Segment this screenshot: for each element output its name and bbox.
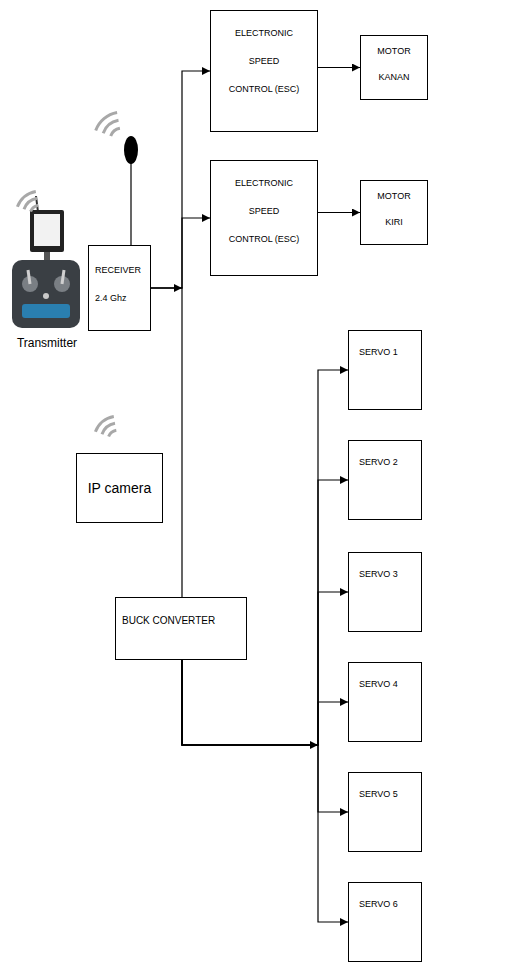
- wave-arc: [31, 205, 39, 211]
- node-label: MOTOR KIRI: [372, 183, 416, 235]
- servo-box: SERVO 2: [348, 440, 422, 520]
- signal-waves: [95, 416, 116, 436]
- device-label: Transmitter: [4, 336, 90, 350]
- connector: [182, 660, 348, 745]
- monitor-frame: [30, 210, 64, 252]
- wave-arc: [111, 128, 120, 136]
- connector: [151, 288, 182, 597]
- node-label: RECEIVER 2.4 Ghz: [95, 256, 144, 312]
- monitor-screen: [34, 214, 60, 246]
- signal-waves: [17, 191, 38, 211]
- transmitter-panel: [22, 304, 70, 318]
- receiver-antenna: [124, 136, 138, 245]
- node-label: SERVO 2: [359, 455, 398, 469]
- node-label: SERVO 4: [359, 677, 398, 691]
- converter-box: BUCK CONVERTER: [115, 597, 247, 660]
- motor-box: MOTOR KANAN: [360, 35, 428, 100]
- node-label: ELECTRONIC SPEED CONTROL (ESC): [227, 19, 301, 103]
- control-stick: [28, 270, 30, 284]
- wave-arc: [102, 423, 115, 434]
- esc-box: ELECTRONIC SPEED CONTROL (ESC): [210, 160, 318, 276]
- connector: [182, 370, 348, 745]
- servo-box: SERVO 6: [348, 882, 422, 962]
- transmitter-illustration: [12, 196, 80, 328]
- antenna-rod: [130, 160, 131, 245]
- connector: [182, 660, 348, 922]
- wave-arc: [109, 430, 117, 436]
- wave-arc: [17, 191, 35, 206]
- motor-box: MOTOR KIRI: [360, 180, 428, 245]
- control-stick: [62, 270, 64, 284]
- servo-box: SERVO 5: [348, 772, 422, 852]
- servo-box: SERVO 4: [348, 662, 422, 742]
- connector: [318, 67, 360, 68]
- node-label: SERVO 5: [359, 787, 398, 801]
- wave-arc: [96, 112, 117, 130]
- esc-box: ELECTRONIC SPEED CONTROL (ESC): [210, 10, 318, 132]
- camera-box: IP camera: [76, 453, 163, 523]
- transmitter-body: [12, 260, 80, 328]
- node-label: SERVO 6: [359, 897, 398, 911]
- signal-waves: [96, 112, 120, 135]
- connector: [151, 71, 210, 288]
- wave-arc: [95, 416, 113, 431]
- node-label: SERVO 1: [359, 345, 398, 359]
- node-label: MOTOR KANAN: [372, 38, 416, 90]
- receiver-box: RECEIVER 2.4 Ghz: [88, 245, 151, 331]
- node-label: SERVO 3: [359, 567, 398, 581]
- wave-arc: [24, 198, 37, 209]
- antenna-head: [124, 136, 138, 164]
- connector: [151, 218, 210, 288]
- node-label: IP camera: [88, 479, 152, 497]
- connector: [182, 660, 348, 812]
- transmitter-button: [43, 293, 49, 299]
- wave-arc: [103, 120, 118, 133]
- node-label: BUCK CONVERTER: [122, 614, 215, 628]
- servo-box: SERVO 3: [348, 552, 422, 632]
- servo-box: SERVO 1: [348, 330, 422, 410]
- connector: [318, 212, 360, 213]
- node-label: ELECTRONIC SPEED CONTROL (ESC): [227, 169, 301, 253]
